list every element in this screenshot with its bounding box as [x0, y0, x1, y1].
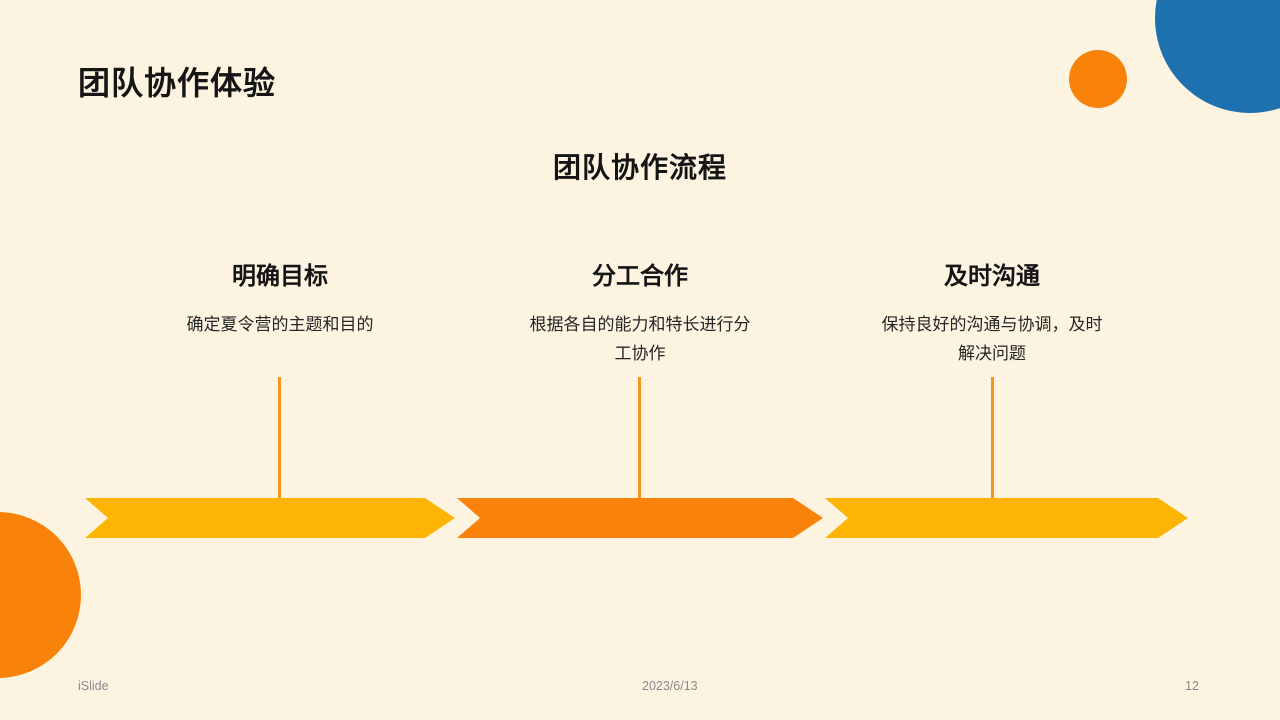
orange-circle-small-decoration [1069, 50, 1127, 108]
process-arrow-step-2 [457, 498, 823, 538]
step-3-heading: 及时沟通 [944, 263, 1040, 290]
step-2-description: 根据各自的能力和特长进行分 工协作 [529, 315, 751, 363]
step-2-heading: 分工合作 [592, 263, 688, 290]
process-step-2: 分工合作 根据各自的能力和特长进行分 工协作 [490, 260, 790, 368]
step-3-description: 保持良好的沟通与协调，及时 解决问题 [881, 315, 1103, 363]
process-arrow-step-3 [825, 498, 1188, 538]
blue-circle-decoration [1155, 0, 1280, 113]
process-step-1: 明确目标 确定夏令营的主题和目的 [130, 260, 430, 339]
step-1-heading: 明确目标 [232, 263, 328, 290]
step-3-connector-line [991, 377, 994, 498]
slide-title: 团队协作体验 [78, 65, 277, 101]
orange-circle-large-decoration [0, 512, 81, 678]
step-1-connector-line [278, 377, 281, 498]
slide-date: 2023/6/13 [642, 679, 698, 693]
page-number: 12 [1185, 679, 1199, 693]
process-arrow-band [85, 498, 1188, 538]
section-title: 团队协作流程 [552, 152, 727, 183]
process-arrow-step-1 [85, 498, 455, 538]
step-2-connector-line [638, 377, 641, 498]
islide-brand-label: iSlide [78, 679, 109, 693]
process-step-3: 及时沟通 保持良好的沟通与协调，及时 解决问题 [842, 260, 1142, 368]
step-1-description: 确定夏令营的主题和目的 [186, 315, 374, 334]
